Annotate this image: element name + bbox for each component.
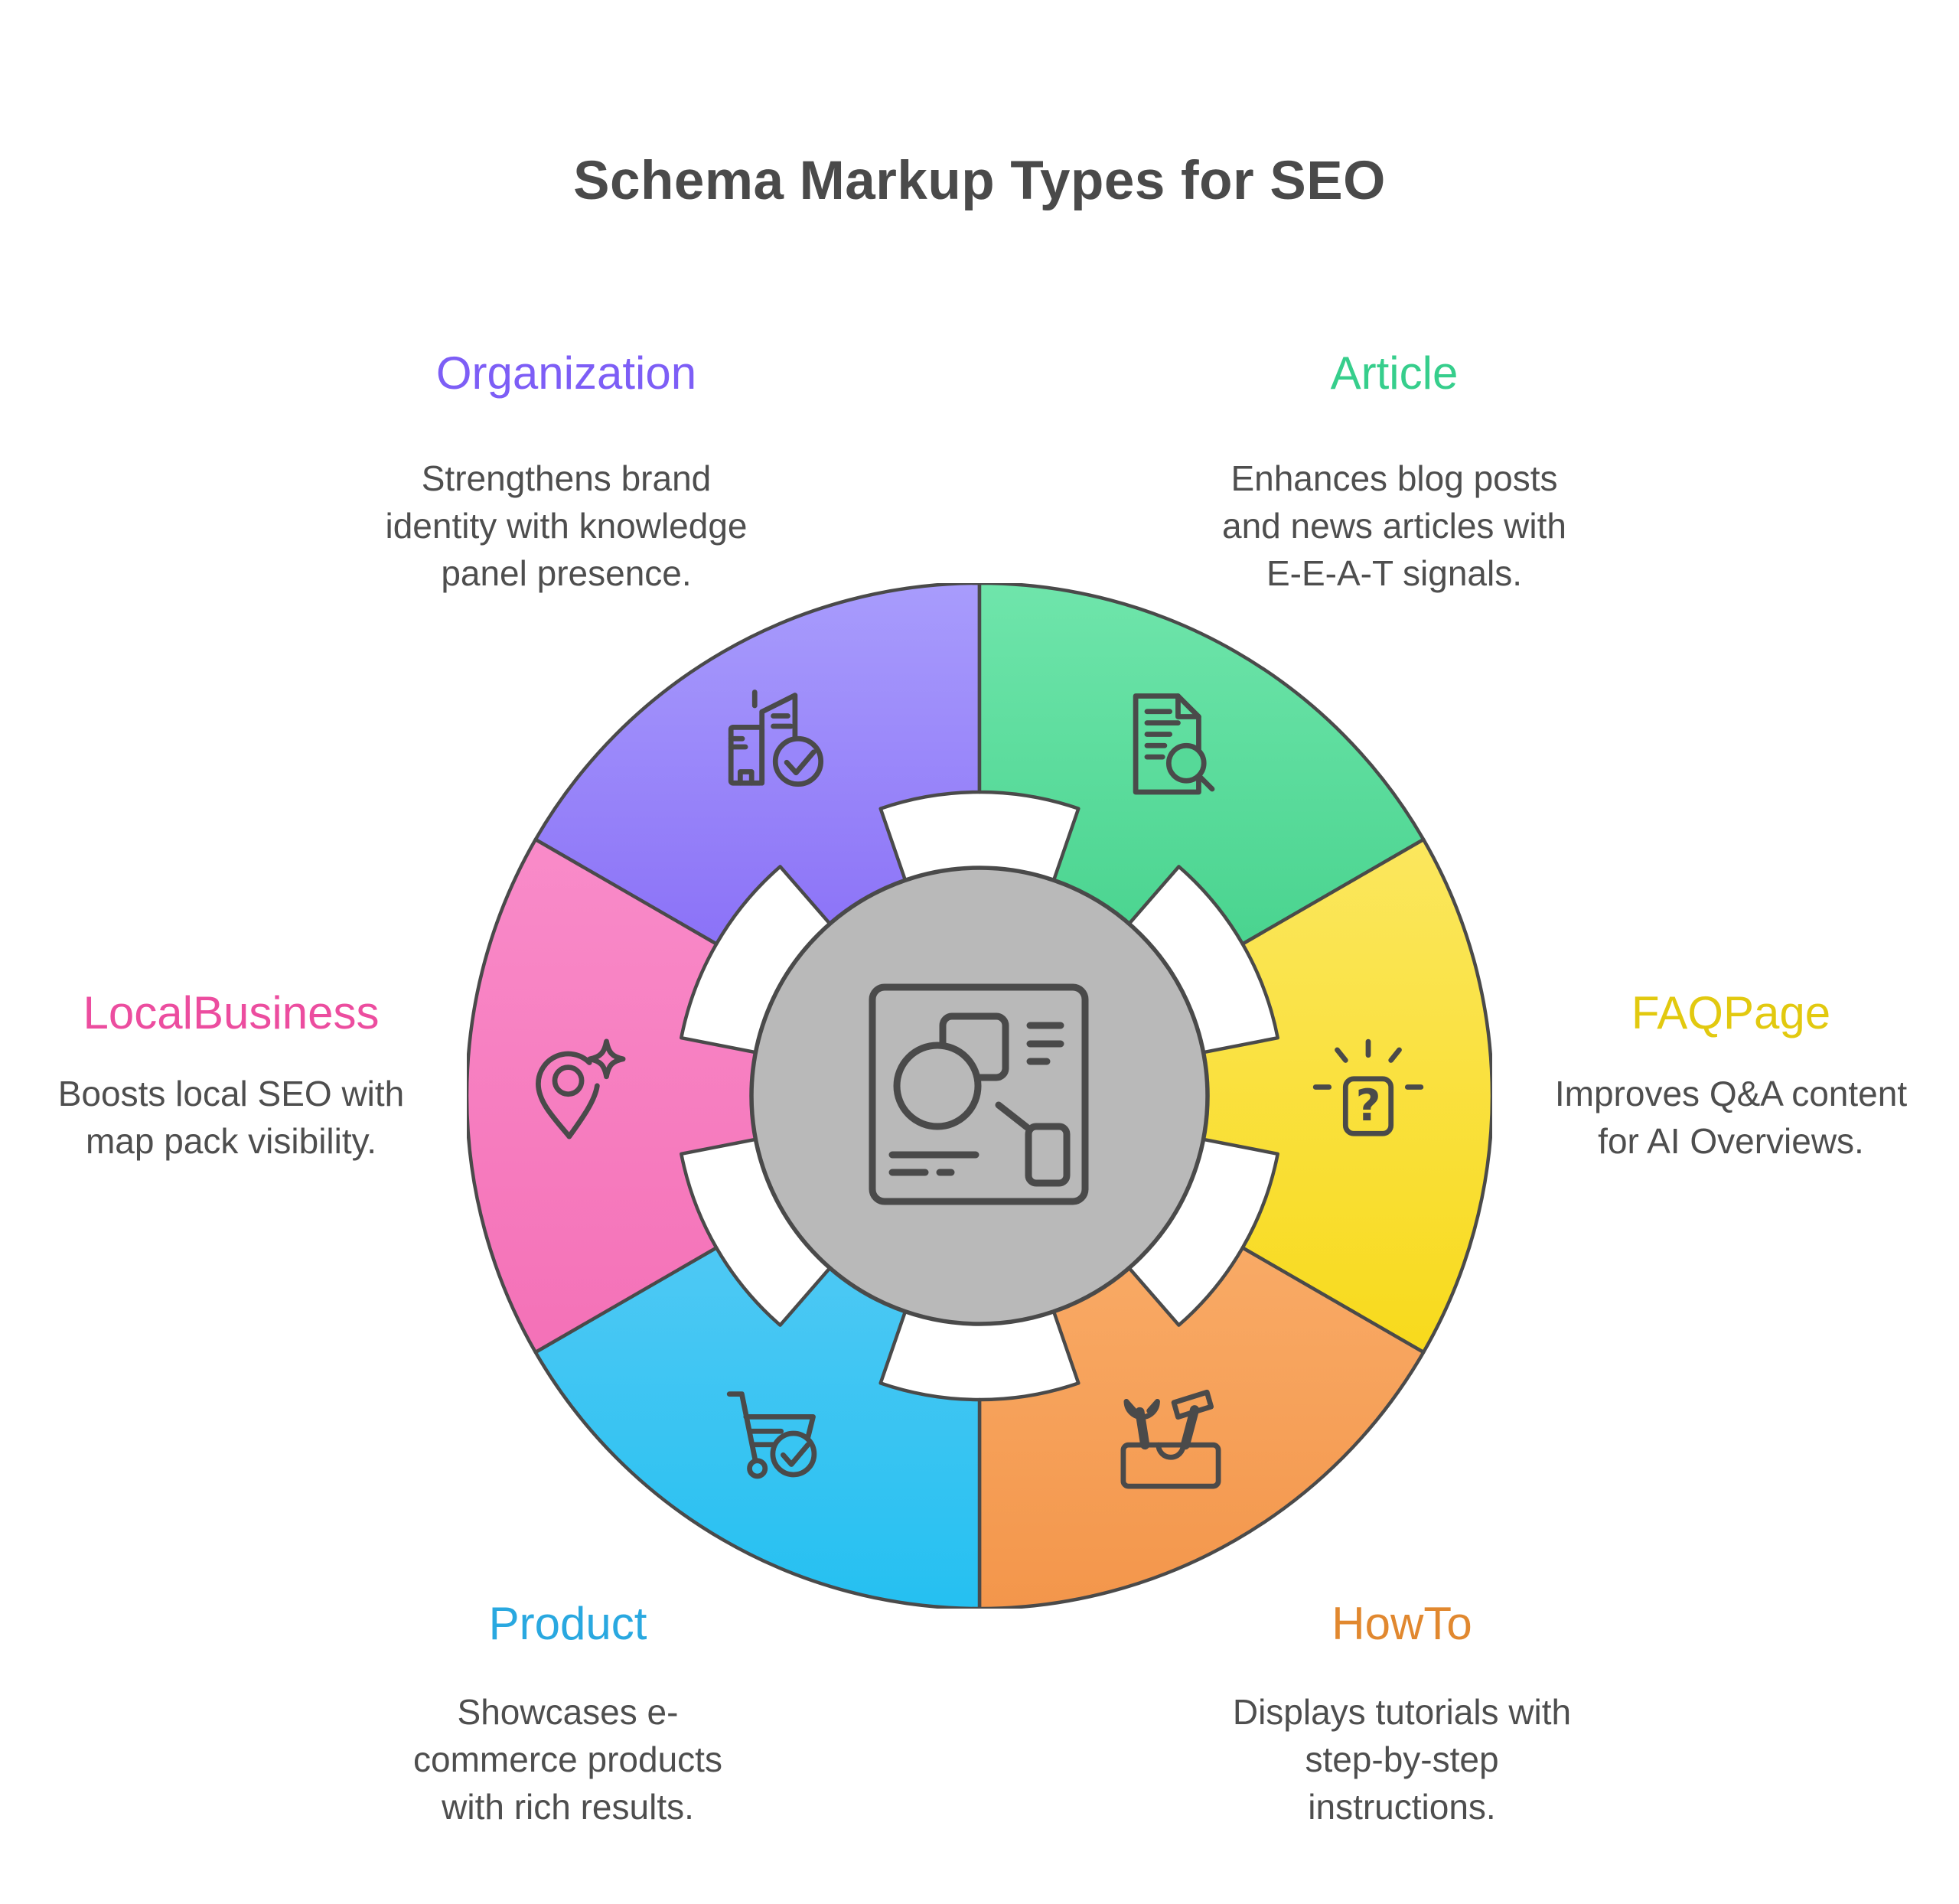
desc-line: with rich results. <box>442 1787 694 1827</box>
desc-line: Enhances blog posts <box>1230 458 1558 498</box>
segment-label-howto: HowTo <box>1332 1598 1472 1649</box>
segment-label-faqpage: FAQPage <box>1631 987 1831 1038</box>
question-box-rays-icon: ? <box>1312 1038 1424 1136</box>
schema-diagram-icon <box>869 983 1089 1205</box>
segment-desc-article: Enhances blog posts and news articles wi… <box>1126 455 1662 597</box>
callout-product: Product Showcases e- commerce products w… <box>300 1596 836 1831</box>
callout-article: Article Enhances blog posts and news art… <box>1126 346 1662 597</box>
wheel-hub <box>749 866 1210 1326</box>
callout-howto: HowTo Displays tutorials with step-by-st… <box>1134 1596 1670 1831</box>
desc-line: Showcases e- <box>457 1692 679 1732</box>
segment-label-localbusiness: LocalBusiness <box>83 987 380 1038</box>
document-magnifier-icon <box>1133 693 1215 795</box>
desc-line: Boosts local SEO with <box>57 1074 405 1113</box>
segment-desc-organization: Strengthens brand identity with knowledg… <box>298 455 834 597</box>
desc-line: for AI Overviews. <box>1598 1121 1864 1161</box>
desc-line: commerce products <box>413 1739 722 1779</box>
desc-line: identity with knowledge <box>385 506 748 546</box>
question-glyph: ? <box>1356 1081 1381 1131</box>
segment-desc-localbusiness: Boosts local SEO with map pack visibilit… <box>0 1070 499 1165</box>
callout-organization: Organization Strengthens brand identity … <box>298 346 834 597</box>
wheel-segments <box>467 583 1492 1609</box>
toolbox-tools-icon <box>1120 1389 1221 1489</box>
schema-wheel: ? <box>467 583 1492 1609</box>
desc-line: step-by-step <box>1305 1739 1499 1779</box>
desc-line: E-E-A-T signals. <box>1266 553 1523 593</box>
building-check-icon <box>728 690 824 787</box>
desc-line: map pack visibility. <box>85 1121 377 1161</box>
segment-desc-faqpage: Improves Q&A content for AI Overviews. <box>1463 1070 1959 1165</box>
segment-localbusiness <box>467 837 805 1355</box>
page-title: Schema Markup Types for SEO <box>573 150 1386 211</box>
segment-desc-product: Showcases e- commerce products with rich… <box>300 1688 836 1831</box>
cart-check-icon <box>726 1391 817 1479</box>
callout-localbusiness: LocalBusiness Boosts local SEO with map … <box>0 986 499 1165</box>
callout-faqpage: FAQPage Improves Q&A content for AI Over… <box>1463 986 1959 1165</box>
segment-label-organization: Organization <box>435 347 697 399</box>
desc-line: panel presence. <box>441 553 692 593</box>
desc-line: Improves Q&A content <box>1554 1074 1908 1113</box>
map-pin-sparkle-icon <box>536 1038 626 1139</box>
segment-desc-howto: Displays tutorials with step-by-step ins… <box>1134 1688 1670 1831</box>
desc-line: and news articles with <box>1222 506 1566 546</box>
segment-label-article: Article <box>1330 347 1459 399</box>
desc-line: instructions. <box>1308 1787 1496 1827</box>
desc-line: Strengthens brand <box>421 458 712 498</box>
desc-line: Displays tutorials with <box>1232 1692 1572 1732</box>
segment-label-product: Product <box>488 1598 647 1649</box>
